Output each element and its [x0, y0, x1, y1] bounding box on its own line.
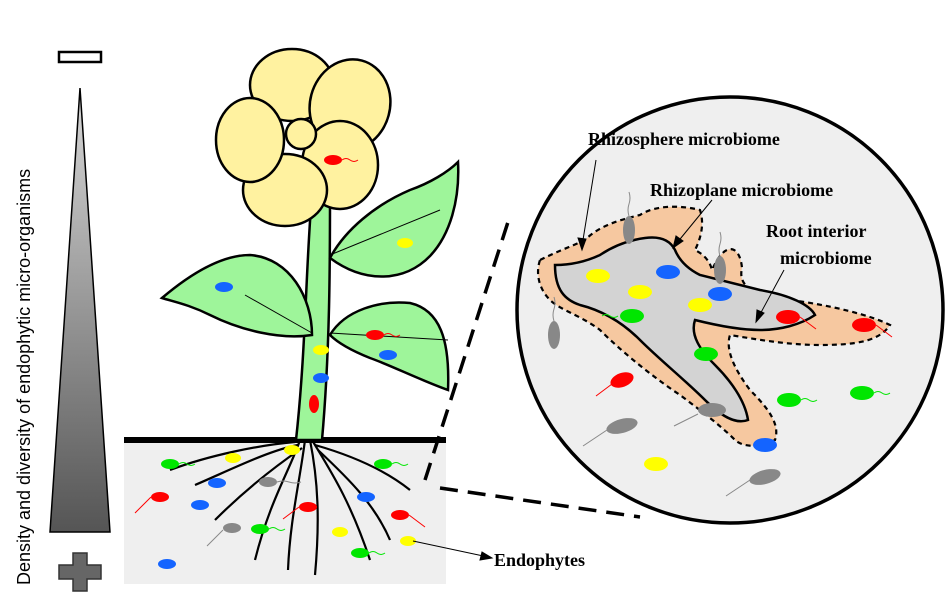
microbe-yellow: [688, 298, 712, 312]
microbe-yellow: [644, 457, 668, 471]
microbe-yellow: [628, 285, 652, 299]
microbe-green: [850, 386, 874, 400]
microbe-blue: [708, 287, 732, 301]
microbe-green: [374, 459, 392, 469]
density-gradient-triangle: [49, 87, 111, 533]
microbe-red: [324, 155, 342, 165]
zoom-connector-top: [423, 221, 510, 481]
leaf-left: [159, 253, 314, 338]
microbe-flagella: [134, 158, 893, 555]
microbes: [151, 155, 876, 569]
microbe-blue: [158, 559, 176, 569]
petal: [214, 96, 286, 184]
flower: [214, 47, 392, 228]
root-system: [169, 439, 411, 576]
microbe-blue: [191, 500, 209, 510]
flower-center: [284, 117, 318, 151]
microbe-gray: [548, 321, 560, 349]
magnification-inset: [515, 95, 945, 525]
microbe-gray: [714, 256, 726, 284]
leaf-lower-right-vein: [329, 332, 449, 341]
minus-icon: [57, 50, 103, 64]
microbe-red: [299, 502, 317, 512]
label-endophytes: Endophytes: [494, 550, 585, 570]
microbe-blue: [656, 265, 680, 279]
microbe-yellow: [313, 345, 329, 355]
leaf-upper-right-vein: [329, 209, 441, 256]
root-interior-zone: [553, 236, 817, 423]
label-root-interior-line2: microbiome: [780, 248, 872, 268]
microbe-yellow: [397, 238, 413, 248]
microbe-blue: [208, 478, 226, 488]
microbe-green: [351, 548, 369, 558]
label-rhizosphere: Rhizosphere microbiome: [588, 129, 780, 149]
microbe-yellow: [284, 445, 300, 455]
microbe-gray: [749, 469, 781, 485]
microbe-green: [251, 524, 269, 534]
label-rhizoplane: Rhizoplane microbiome: [650, 180, 833, 200]
microbe-red: [151, 492, 169, 502]
microbe-yellow: [332, 527, 348, 537]
zoom-connector-bottom: [439, 486, 641, 519]
microbe-red: [610, 372, 634, 388]
microbe-green: [620, 309, 644, 323]
microbe-blue: [357, 492, 375, 502]
microbe-gray: [623, 216, 635, 244]
label-root-interior-line1: Root interior: [766, 221, 866, 241]
microbe-red: [852, 318, 876, 332]
microbe-yellow: [400, 536, 416, 546]
y-axis-label: Density and diversity of endophytic micr…: [14, 169, 34, 585]
leaf-left-vein: [244, 294, 313, 334]
plus-icon: [58, 552, 102, 592]
microbe-blue: [753, 438, 777, 452]
microbe-yellow: [225, 453, 241, 463]
microbe-gray: [698, 403, 726, 417]
annotation-arrows: [412, 159, 785, 561]
leaf-lower-right: [328, 301, 450, 392]
microbe-red: [309, 395, 319, 413]
microbe-red: [776, 310, 800, 324]
microbe-blue: [313, 373, 329, 383]
microbe-yellow: [586, 269, 610, 283]
microbe-gray: [606, 418, 638, 434]
microbe-blue: [379, 350, 397, 360]
microbe-green: [777, 393, 801, 407]
microbe-green: [694, 347, 718, 361]
microbe-red: [391, 510, 409, 520]
microbe-green: [161, 459, 179, 469]
microbe-blue: [215, 282, 233, 292]
leaf-upper-right: [328, 159, 460, 278]
microbe-gray: [259, 477, 277, 487]
microbe-gray: [223, 523, 241, 533]
microbe-red: [366, 330, 384, 340]
